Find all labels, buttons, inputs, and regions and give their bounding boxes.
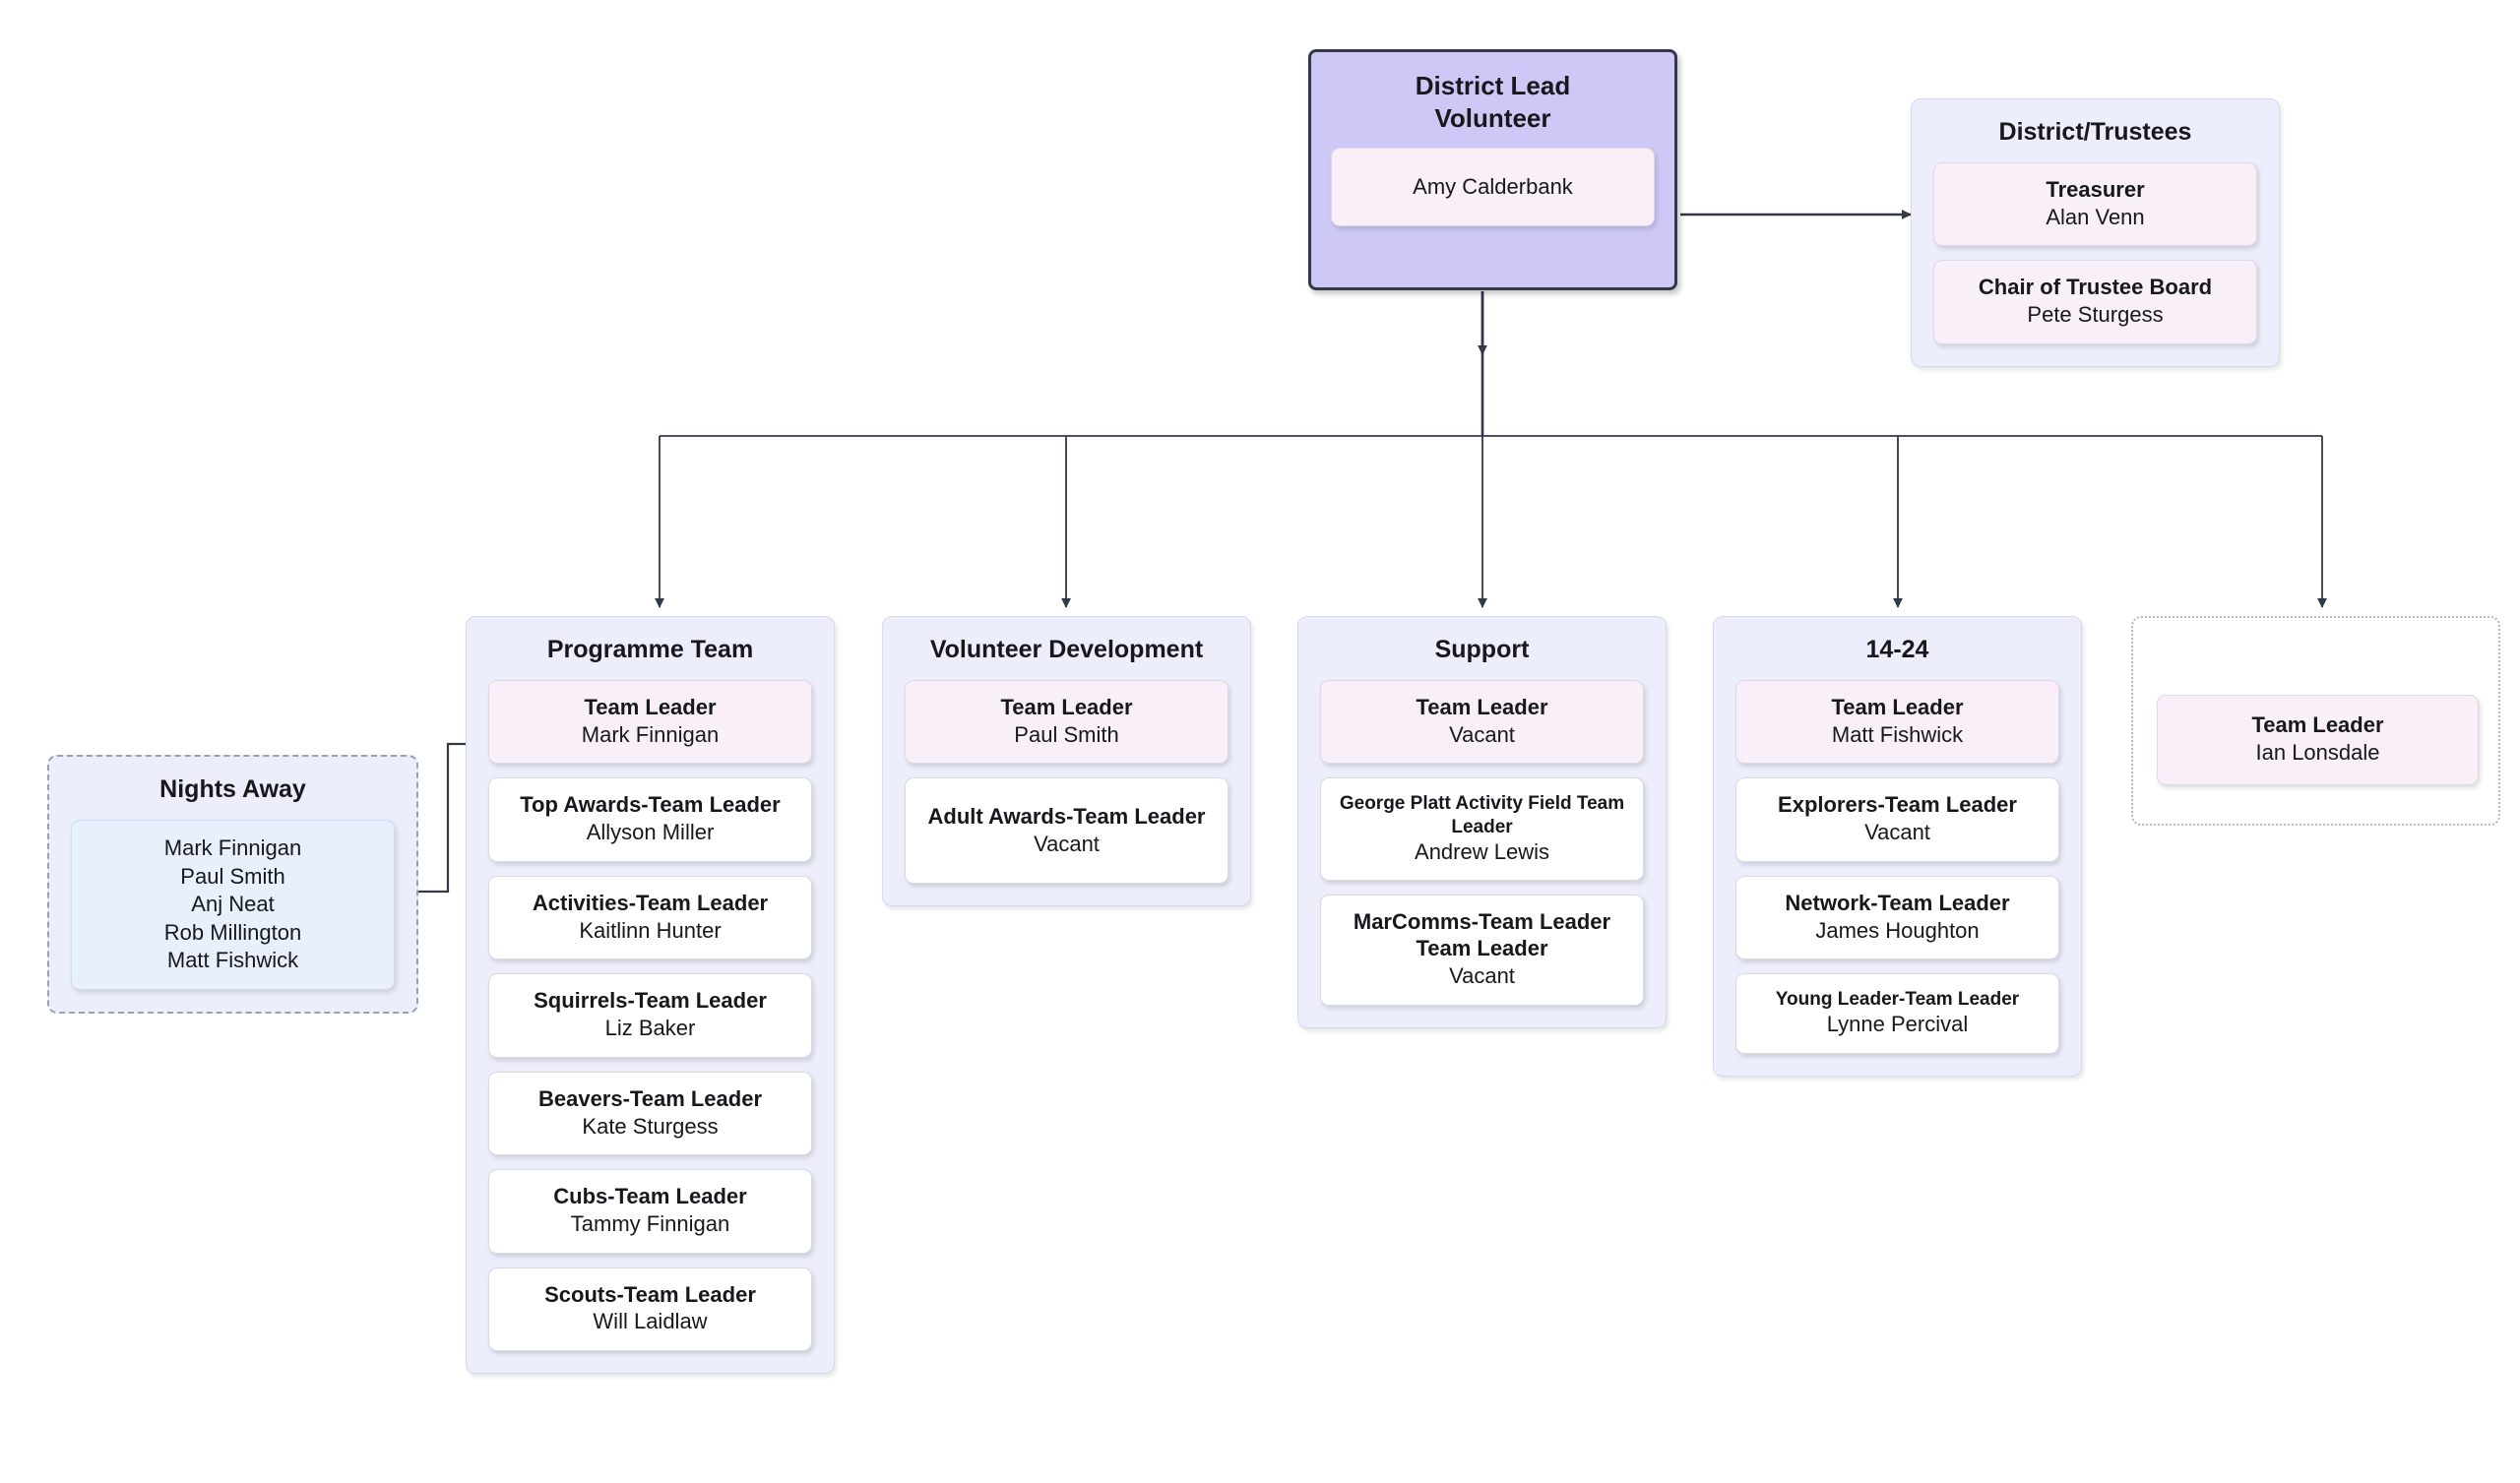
node-cubs-team-leader[interactable]: Cubs-Team Leader Tammy Finnigan	[488, 1169, 812, 1254]
node-programme-team-leader[interactable]: Team Leader Mark Finnigan	[488, 680, 812, 765]
group-unnamed[interactable]: Team Leader Ian Lonsdale	[2131, 616, 2500, 826]
role-label: Cubs-Team Leader	[553, 1184, 747, 1209]
group-14-24[interactable]: 14-24 Team Leader Matt Fishwick Explorer…	[1713, 616, 2082, 1078]
person-label: Mark Finnigan	[581, 721, 720, 747]
node-adult-awards-team-leader[interactable]: Adult Awards-Team Leader Vacant	[905, 777, 1228, 885]
node-chair-of-trustee-board[interactable]: Chair of Trustee Board Pete Sturgess	[1933, 260, 2257, 344]
chair-role: Chair of Trustee Board	[1978, 275, 2213, 300]
role-label: Adult Awards-Team Leader	[927, 803, 1206, 829]
node-district-lead-volunteer[interactable]: District Lead Volunteer Amy Calderbank	[1308, 49, 1677, 290]
role-label: Explorers-Team Leader	[1778, 792, 2017, 818]
group-title-volunteer-development: Volunteer Development	[929, 636, 1204, 663]
node-volunteer-development-team-leader[interactable]: Team Leader Paul Smith	[905, 680, 1228, 765]
role-label: Activities-Team Leader	[532, 890, 769, 915]
person-label: Vacant	[1034, 831, 1100, 856]
person-label: Will Laidlaw	[593, 1309, 708, 1334]
nights-away-member-list: Mark Finnigan Paul Smith Anj Neat Rob Mi…	[163, 835, 302, 973]
group-title-district-trustees: District/Trustees	[1998, 118, 2192, 146]
person-label: Kate Sturgess	[582, 1113, 719, 1139]
node-beavers-team-leader[interactable]: Beavers-Team Leader Kate Sturgess	[488, 1071, 812, 1156]
person-label: Matt Fishwick	[1831, 721, 1964, 747]
group-nights-away[interactable]: Nights Away Mark Finnigan Paul Smith Anj…	[47, 755, 418, 1014]
role-label: Team Leader	[584, 695, 717, 719]
person-label: Vacant	[1864, 820, 1930, 845]
node-marcomms-team-leader[interactable]: MarComms-Team Leader Team Leader Vacant	[1320, 895, 1644, 1006]
node-nights-away-members[interactable]: Mark Finnigan Paul Smith Anj Neat Rob Mi…	[71, 820, 395, 990]
group-programme-team[interactable]: Programme Team Team Leader Mark Finnigan…	[466, 616, 835, 1374]
node-treasurer[interactable]: Treasurer Alan Venn	[1933, 162, 2257, 247]
person-label: Liz Baker	[604, 1016, 696, 1041]
person-label: Vacant	[1449, 721, 1515, 747]
person-label: James Houghton	[1815, 917, 1980, 943]
node-activities-team-leader[interactable]: Activities-Team Leader Kaitlinn Hunter	[488, 875, 812, 960]
role-label: Scouts-Team Leader	[544, 1281, 756, 1307]
role-label: Top Awards-Team Leader	[520, 792, 781, 818]
person-label: Kaitlinn Hunter	[579, 917, 722, 943]
person-label: Allyson Miller	[586, 820, 715, 845]
node-unnamed-team-leader[interactable]: Team Leader Ian Lonsdale	[2157, 695, 2479, 785]
role-label: MarComms-Team Leader Team Leader	[1353, 909, 1611, 961]
person-label: Tammy Finnigan	[570, 1210, 730, 1236]
person-label: Lynne Percival	[1826, 1012, 1969, 1037]
role-label: George Platt Activity Field Team Leader	[1339, 793, 1625, 837]
role-label: Team Leader	[1000, 695, 1133, 719]
role-label: Young Leader-Team Leader	[1775, 989, 2020, 1011]
root-role-label: District Lead Volunteer	[1331, 70, 1655, 134]
group-volunteer-development[interactable]: Volunteer Development Team Leader Paul S…	[882, 616, 1251, 907]
role-label: Team Leader	[2251, 712, 2384, 738]
person-label: Vacant	[1449, 963, 1515, 989]
role-label: Team Leader	[1831, 695, 1964, 719]
node-14-24-team-leader[interactable]: Team Leader Matt Fishwick	[1735, 680, 2059, 765]
role-label: Team Leader	[1416, 695, 1548, 719]
role-label: Beavers-Team Leader	[537, 1085, 763, 1111]
treasurer-role: Treasurer	[2046, 177, 2145, 202]
root-role-line2: Volunteer	[1434, 102, 1551, 133]
person-label: Ian Lonsdale	[2255, 740, 2380, 766]
node-network-team-leader[interactable]: Network-Team Leader James Houghton	[1735, 875, 2059, 960]
node-explorers-team-leader[interactable]: Explorers-Team Leader Vacant	[1735, 777, 2059, 862]
group-district-trustees[interactable]: District/Trustees Treasurer Alan Venn Ch…	[1911, 98, 2280, 367]
person-label: Paul Smith	[1014, 721, 1119, 747]
node-top-awards-team-leader[interactable]: Top Awards-Team Leader Allyson Miller	[488, 777, 812, 862]
root-person-card[interactable]: Amy Calderbank	[1331, 148, 1655, 226]
node-scouts-team-leader[interactable]: Scouts-Team Leader Will Laidlaw	[488, 1267, 812, 1351]
group-support[interactable]: Support Team Leader Vacant George Platt …	[1297, 616, 1667, 1028]
node-young-leader-team-leader[interactable]: Young Leader-Team Leader Lynne Percival	[1735, 973, 2059, 1055]
group-title-nights-away: Nights Away	[159, 775, 306, 803]
person-label: Andrew Lewis	[1415, 838, 1549, 864]
treasurer-person: Alan Venn	[2046, 204, 2145, 229]
role-label: Squirrels-Team Leader	[534, 988, 767, 1014]
node-support-team-leader[interactable]: Team Leader Vacant	[1320, 680, 1644, 765]
group-title-support: Support	[1434, 636, 1530, 663]
group-title-14-24: 14-24	[1865, 636, 1929, 663]
group-title-programme-team: Programme Team	[546, 636, 754, 663]
chair-person: Pete Sturgess	[2027, 302, 2164, 328]
node-squirrels-team-leader[interactable]: Squirrels-Team Leader Liz Baker	[488, 973, 812, 1058]
root-person-name: Amy Calderbank	[1413, 173, 1573, 199]
role-label: Network-Team Leader	[1785, 890, 2010, 915]
node-george-platt-activity-field-team-leader[interactable]: George Platt Activity Field Team Leader …	[1320, 777, 1644, 882]
root-role-line1: District Lead	[1415, 71, 1571, 100]
